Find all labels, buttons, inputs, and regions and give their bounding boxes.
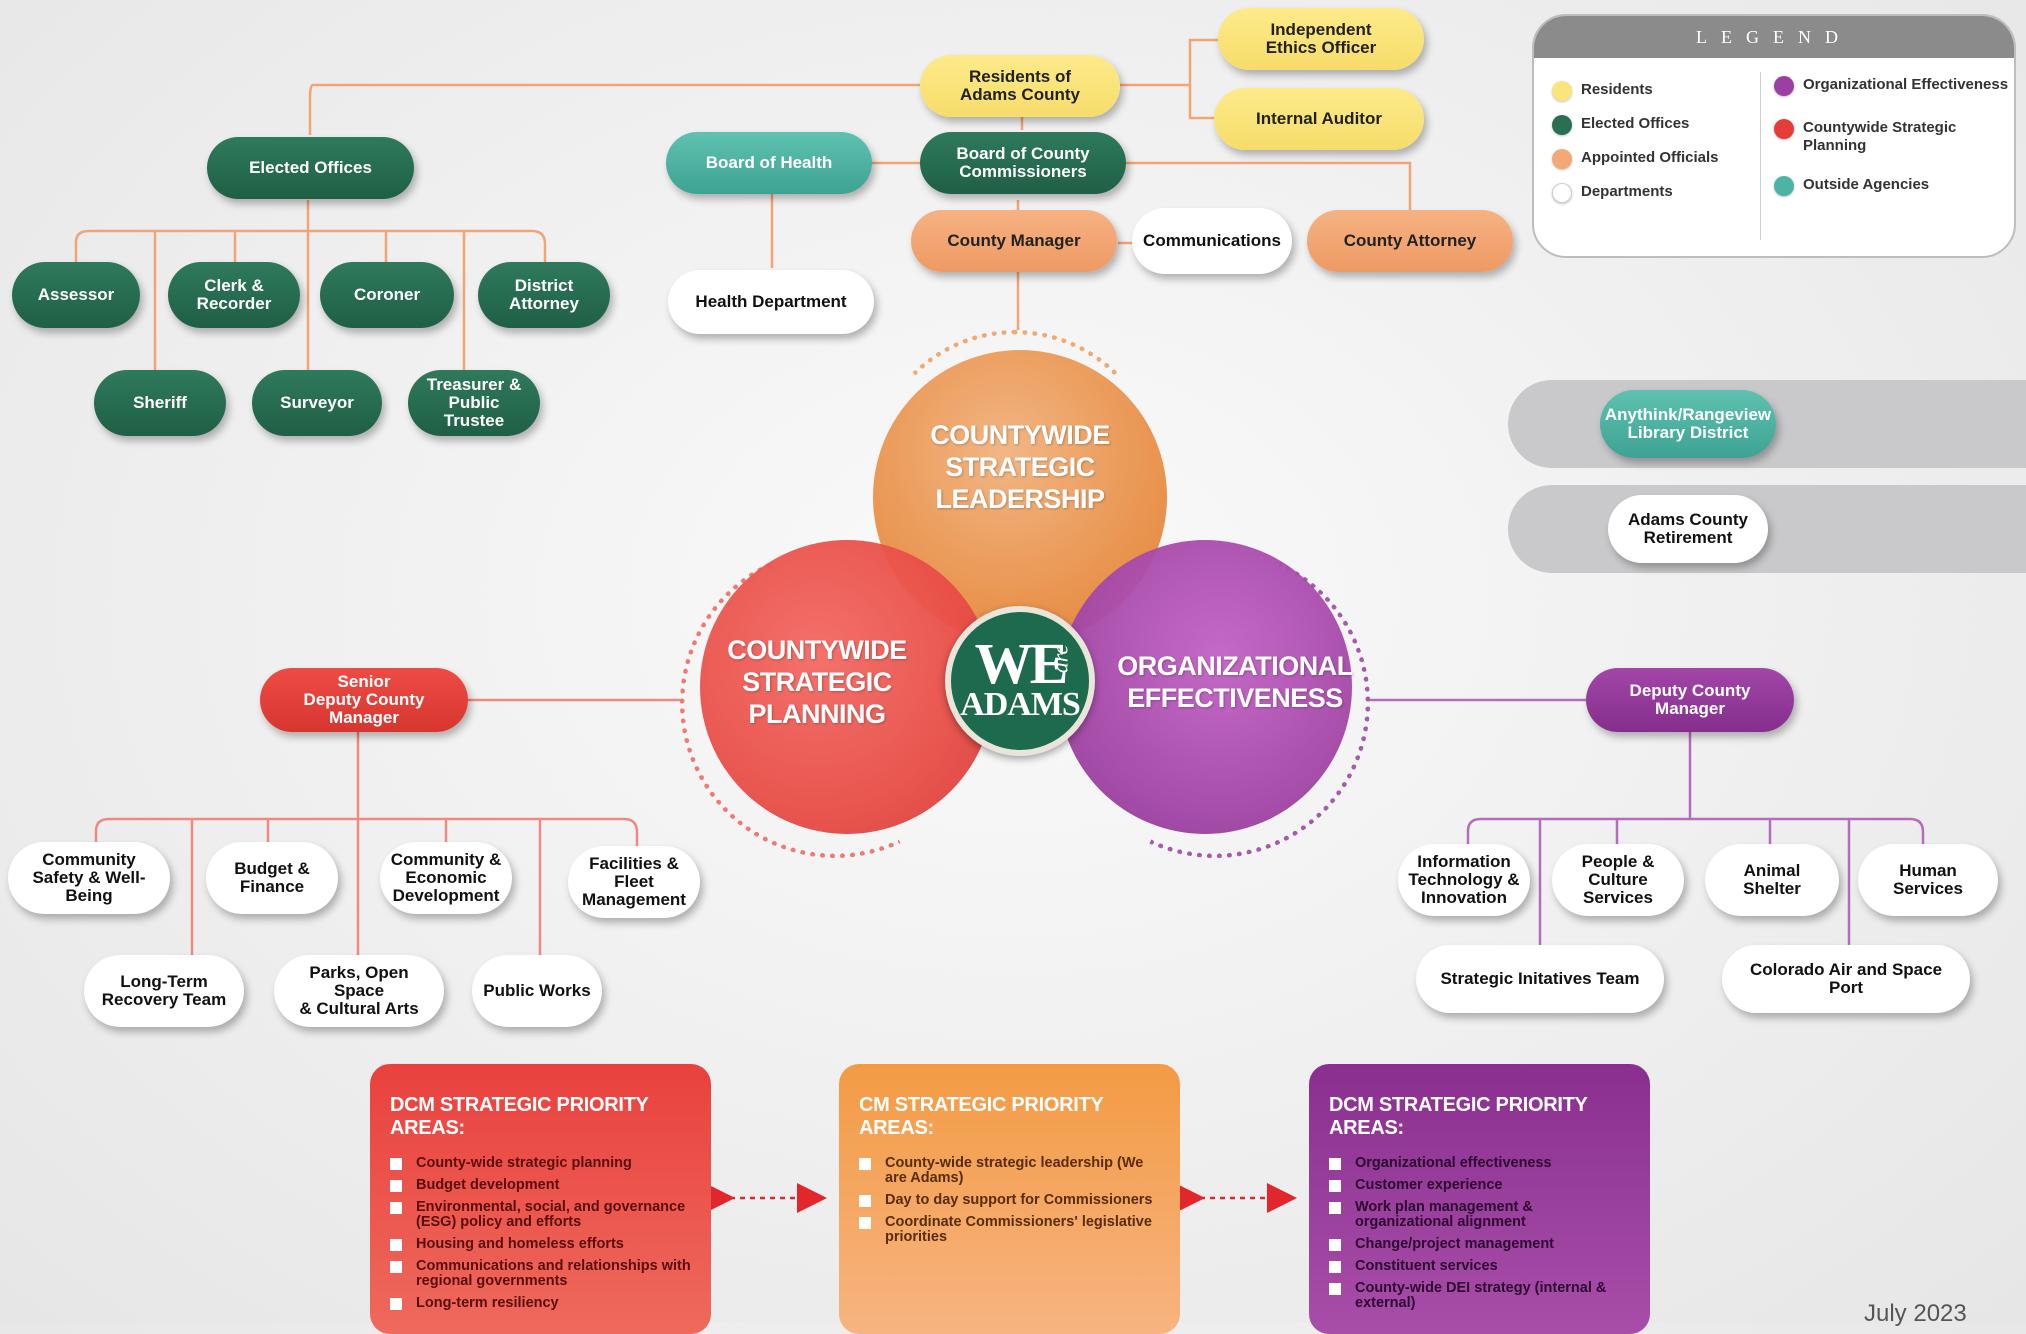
- priority-item: Organizational effectiveness: [1329, 1156, 1632, 1171]
- line-residents-auditor: [1188, 85, 1220, 120]
- legend-label: Appointed Officials: [1581, 149, 1719, 166]
- logo-are: are: [1047, 644, 1073, 674]
- cm-priorities-box: CM STRATEGIC PRIORITY AREAS: County-wide…: [839, 1064, 1180, 1334]
- deputy-cm-node: Deputy County Manager: [1586, 668, 1794, 732]
- animal-shelter-node: Animal Shelter: [1705, 844, 1839, 916]
- priority-item: Change/project management: [1329, 1237, 1632, 1252]
- priorities-title: DCM STRATEGIC PRIORITY AREAS:: [1329, 1094, 1588, 1139]
- line-board-attorney: [1125, 161, 1412, 210]
- effectiveness-circle: ORGANIZATIONAL EFFECTIVENESS: [1058, 540, 1353, 834]
- priority-item: Constituent services: [1329, 1259, 1632, 1274]
- legend-label: Organizational Effectiveness: [1803, 76, 2009, 93]
- legend-item-outside-agencies: Outside Agencies: [1774, 176, 1929, 196]
- priorities-title: CM STRATEGIC PRIORITY AREAS:: [859, 1094, 1104, 1139]
- legend-swatch: [1774, 176, 1794, 196]
- priority-item: Housing and homeless efforts: [390, 1237, 693, 1252]
- retirement-node: Adams County Retirement: [1608, 495, 1768, 563]
- line-deputy-cm-bus: [1466, 817, 1925, 845]
- line-residents-elected: [308, 83, 920, 135]
- community-safety-node: Community Safety & Well-Being: [8, 842, 170, 914]
- people-culture-node: People & Culture Services: [1552, 844, 1684, 916]
- priority-item: Work plan management & organizational al…: [1329, 1200, 1632, 1230]
- it-innovation-node: Information Technology & Innovation: [1398, 844, 1530, 916]
- public-works-node: Public Works: [472, 955, 602, 1027]
- library-district-node: Anythink/Rangeview Library District: [1600, 390, 1776, 458]
- board-of-health-node: Board of Health: [666, 132, 872, 194]
- legend-label: Countywide Strategic Planning: [1803, 119, 1957, 154]
- we-are-adams-logo: WE are ADAMS: [945, 606, 1095, 756]
- county-attorney-node: County Attorney: [1307, 210, 1513, 272]
- legend-label: Elected Offices: [1581, 115, 1690, 132]
- priority-item: Communications and relationships with re…: [390, 1259, 693, 1289]
- senior-dcm-node: Senior Deputy County Manager: [260, 668, 468, 732]
- priority-item: Environmental, social, and governance (E…: [390, 1200, 693, 1230]
- planning-label: COUNTYWIDE STRATEGIC PLANNING: [727, 635, 907, 729]
- clerk-recorder-node: Clerk & Recorder: [168, 262, 300, 328]
- logo-adams: ADAMS: [960, 686, 1081, 723]
- facilities-fleet-node: Facilities & Fleet Management: [568, 846, 700, 918]
- board-commissioners-node: Board of County Commissioners: [920, 132, 1126, 194]
- legend-item-elected-offices: Elected Offices: [1552, 115, 1689, 135]
- surveyor-node: Surveyor: [252, 370, 382, 436]
- priority-item: Long-term resiliency: [390, 1296, 693, 1311]
- priority-item: County-wide strategic leadership (We are…: [859, 1156, 1162, 1186]
- elected-offices-node: Elected Offices: [207, 137, 414, 199]
- air-space-port-node: Colorado Air and Space Port: [1722, 945, 1970, 1013]
- senior-dcm-priorities-box: DCM STRATEGIC PRIORITY AREAS: County-wid…: [370, 1064, 711, 1334]
- legend-label: Residents: [1581, 81, 1653, 98]
- parks-open-space-node: Parks, Open Space & Cultural Arts: [274, 955, 444, 1027]
- line-senior-dcm-bus: [94, 817, 639, 855]
- priority-item: Budget development: [390, 1178, 693, 1193]
- date-label: July 2023: [1864, 1300, 1967, 1327]
- logo-we: WE: [974, 631, 1069, 696]
- legend-swatch: [1552, 149, 1572, 169]
- ethics-officer-node: Independent Ethics Officer: [1218, 8, 1424, 70]
- legend-swatch: [1552, 81, 1572, 101]
- priorities-title: DCM STRATEGIC PRIORITY AREAS:: [390, 1094, 649, 1139]
- leadership-dotted-arc: [870, 330, 1160, 620]
- priority-item: County-wide strategic planning: [390, 1156, 693, 1171]
- legend-item-departments: Departments: [1552, 183, 1673, 203]
- county-manager-node: County Manager: [911, 210, 1117, 272]
- legend-item-countywide-strategic-planning: Countywide Strategic Planning: [1774, 119, 2004, 155]
- priority-item: Coordinate Commissioners' legislative pr…: [859, 1215, 1162, 1245]
- sheriff-node: Sheriff: [94, 370, 226, 436]
- communications-node: Communications: [1132, 208, 1292, 274]
- health-department-node: Health Department: [668, 270, 874, 334]
- priority-item: County-wide DEI strategy (internal & ext…: [1329, 1281, 1632, 1311]
- human-services-node: Human Services: [1858, 844, 1998, 916]
- assessor-node: Assessor: [12, 262, 140, 328]
- legend-swatch: [1774, 76, 1794, 96]
- legend-title: LEGEND: [1534, 16, 2014, 58]
- strategic-initiatives-node: Strategic Initatives Team: [1416, 945, 1664, 1013]
- residents-node: Residents of Adams County: [920, 55, 1120, 117]
- legend-label: Departments: [1581, 183, 1673, 200]
- district-attorney-node: District Attorney: [478, 262, 610, 328]
- effectiveness-label: ORGANIZATIONAL EFFECTIVENESS: [1117, 651, 1353, 713]
- legend-swatch: [1552, 115, 1572, 135]
- legend-label: Outside Agencies: [1803, 176, 1930, 193]
- legend-item-appointed-officials: Appointed Officials: [1552, 149, 1719, 169]
- budget-finance-node: Budget & Finance: [206, 842, 338, 914]
- leadership-label: COUNTYWIDE STRATEGIC LEADERSHIP: [930, 420, 1110, 514]
- priority-item: Customer experience: [1329, 1178, 1632, 1193]
- coroner-node: Coroner: [320, 262, 454, 328]
- legend: LEGEND Residents Elected Offices Appoint…: [1532, 14, 2016, 258]
- internal-auditor-node: Internal Auditor: [1214, 88, 1424, 150]
- legend-swatch: [1552, 183, 1572, 203]
- legend-divider: [1760, 72, 1761, 240]
- legend-item-organizational-effectiveness: Organizational Effectiveness: [1774, 76, 2008, 96]
- legend-swatch: [1774, 119, 1794, 139]
- deputy-cm-priorities-box: DCM STRATEGIC PRIORITY AREAS: Organizati…: [1309, 1064, 1650, 1334]
- treasurer-node: Treasurer & Public Trustee: [408, 370, 540, 436]
- legend-item-residents: Residents: [1552, 81, 1653, 101]
- line-elected-bus: [74, 229, 547, 265]
- economic-development-node: Community & Economic Development: [380, 842, 512, 914]
- priority-item: Day to day support for Commissioners: [859, 1193, 1162, 1208]
- recovery-team-node: Long-Term Recovery Team: [84, 955, 244, 1027]
- line-residents-ethics: [1120, 38, 1220, 87]
